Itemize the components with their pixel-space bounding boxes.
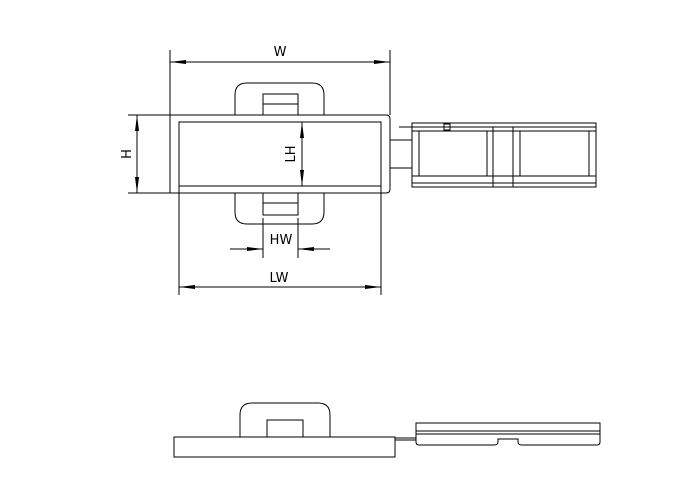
dimension-lh: LH [284,122,304,186]
dimension-label-hw: HW [270,233,293,248]
dimension-hw: HW [230,218,330,258]
dimension-label-w: W [274,45,287,60]
bottom-mount-tab [234,193,325,225]
side-chain-strap [415,422,601,446]
bottom-tab-slot [262,192,299,216]
label-window [178,121,382,194]
side-view [173,402,601,458]
side-tab-slot [266,419,304,438]
connector-neck [389,139,413,169]
dimension-label-lh: LH [284,145,299,162]
outer-body [169,114,391,194]
side-mount-tab [239,402,331,437]
top-mount-tab [234,82,325,115]
dimension-label-lw: LW [270,271,289,286]
dimension-w: W [169,45,391,115]
top-view [169,82,597,225]
side-base [173,436,396,458]
dimension-label-h: H [120,149,135,159]
dimension-h: H [120,114,170,194]
chain-strap [399,122,597,188]
dimension-lw: LW [178,193,382,295]
